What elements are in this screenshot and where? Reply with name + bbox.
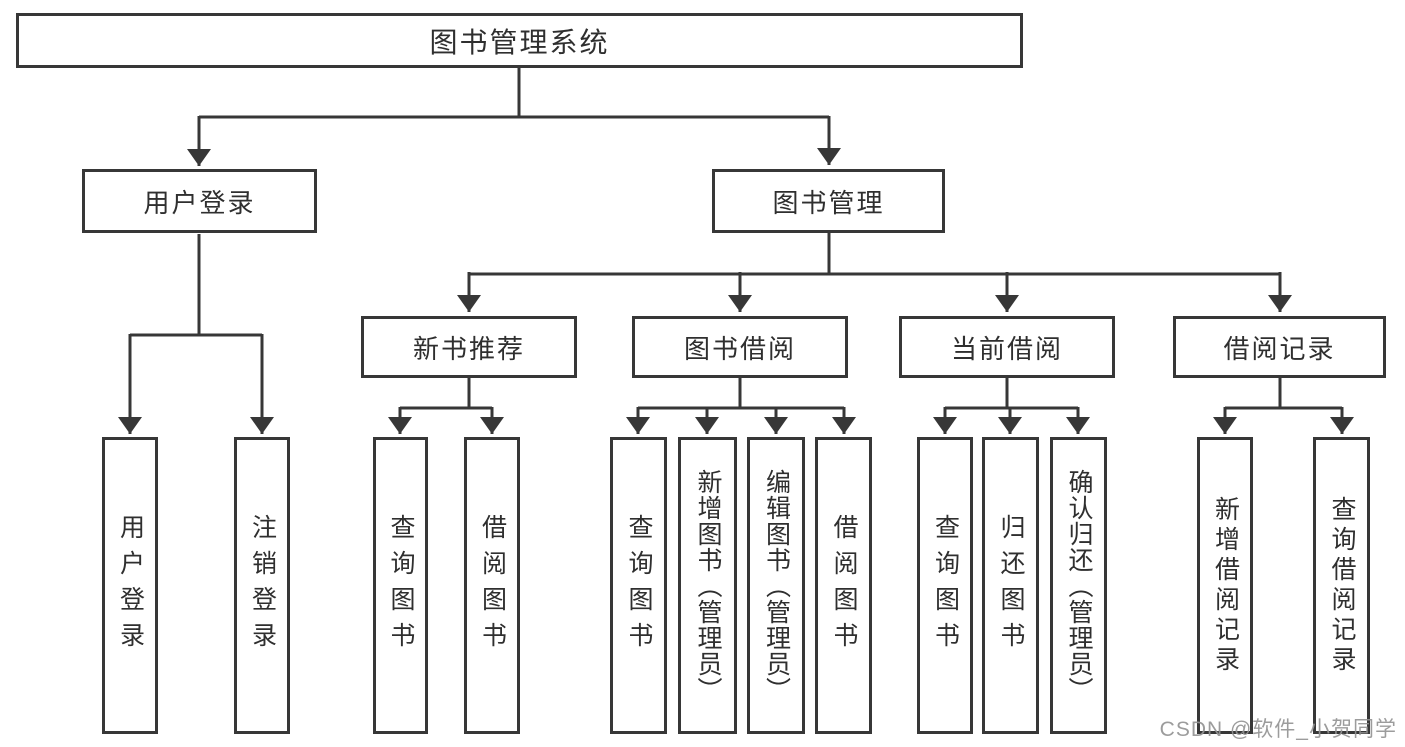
node-new-book-recommend: 新书推荐 xyxy=(361,316,577,378)
node-borrow-records: 借阅记录 xyxy=(1173,316,1386,378)
leaf-borrow-books-recommend: 借阅图书 xyxy=(464,437,520,734)
csdn-watermark: CSDN @软件_小贺同学 xyxy=(1159,718,1397,741)
node-label: 借阅图书 xyxy=(478,513,507,658)
node-label: 用户登录 xyxy=(143,187,256,218)
node-label: 图书借阅 xyxy=(683,333,796,364)
node-label: 新增借阅记录 xyxy=(1211,495,1240,676)
node-label: 查询图书 xyxy=(931,513,960,658)
node-label: 图书管理 xyxy=(772,187,885,218)
node-label: 注销登录 xyxy=(248,513,277,658)
node-label: 用户登录 xyxy=(116,513,145,658)
node-label: 图书管理系统 xyxy=(429,26,610,58)
leaf-query-books-current: 查询图书 xyxy=(917,437,973,734)
leaf-return-book: 归还图书 xyxy=(982,437,1039,734)
node-label: 归还图书 xyxy=(997,513,1025,658)
connector-user-login-children xyxy=(118,234,274,434)
node-book-borrow: 图书借阅 xyxy=(632,316,848,378)
node-label: 编辑图书（管理员） xyxy=(762,468,791,703)
leaf-query-books-borrow: 查询图书 xyxy=(610,437,667,734)
leaf-add-book-admin: 新增图书（管理员） xyxy=(678,437,737,734)
node-label: 借阅图书 xyxy=(830,513,858,658)
leaf-borrow-books: 借阅图书 xyxy=(815,437,872,734)
connector-new-book-children xyxy=(388,378,504,434)
connector-book-borrow-children xyxy=(626,378,856,434)
node-user-login: 用户登录 xyxy=(82,169,317,233)
node-label: 当前借阅 xyxy=(950,333,1063,364)
leaf-confirm-return-admin: 确认归还（管理员） xyxy=(1050,437,1107,734)
leaf-query-books-recommend: 查询图书 xyxy=(373,437,428,734)
node-current-borrow: 当前借阅 xyxy=(899,316,1115,378)
leaf-add-borrow-record: 新增借阅记录 xyxy=(1197,437,1253,734)
node-label: 新增图书（管理员） xyxy=(694,468,722,703)
leaf-query-borrow-record: 查询借阅记录 xyxy=(1313,437,1370,734)
connector-borrow-records-children xyxy=(1213,378,1354,434)
leaf-edit-book-admin: 编辑图书（管理员） xyxy=(747,437,805,734)
connector-book-management-children xyxy=(457,233,1292,312)
node-book-management: 图书管理 xyxy=(712,169,945,233)
connector-current-borrow-children xyxy=(933,378,1090,434)
node-label: 查询图书 xyxy=(387,513,415,658)
node-label: 新书推荐 xyxy=(412,333,525,364)
node-label: 确认归还（管理员） xyxy=(1065,468,1093,703)
node-library-management-system: 图书管理系统 xyxy=(16,13,1023,68)
node-label: 查询图书 xyxy=(625,513,653,658)
leaf-logout: 注销登录 xyxy=(234,437,290,734)
connector-root-to-level2 xyxy=(187,68,841,166)
node-label: 借阅记录 xyxy=(1223,333,1336,364)
leaf-user-login: 用户登录 xyxy=(102,437,158,734)
node-label: 查询借阅记录 xyxy=(1328,495,1356,676)
